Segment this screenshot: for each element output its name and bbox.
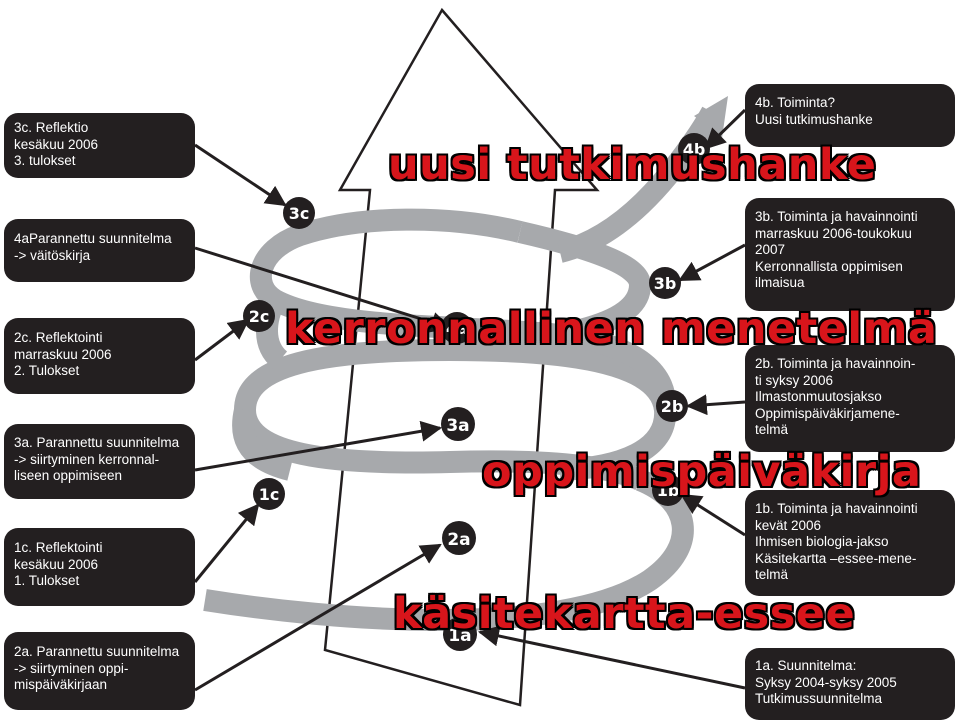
heading-oppimispaivakirja: oppimispäiväkirja <box>482 447 922 497</box>
svg-text:4a: 4a <box>446 319 468 338</box>
svg-text:1b: 1b <box>657 481 680 500</box>
badge-1b: 1b <box>652 474 684 506</box>
svg-text:1c: 1c <box>259 485 280 504</box>
box-4b: 4b. Toiminta? Uusi tutkimushanke <box>745 84 955 147</box>
arrow-1b <box>680 493 746 537</box>
arrow-1c <box>193 503 260 583</box>
svg-text:1a: 1a <box>448 626 471 646</box>
arrow-2c <box>194 318 250 362</box>
box-4a: 4aParannettu suunnitelma -> väitöskirja <box>4 219 195 282</box>
badge-2c: 2c <box>243 300 275 332</box>
box-1b: 1b. Toiminta ja havainnointi kevät 2006 … <box>745 490 955 596</box>
badge-2b: 2b <box>656 390 688 422</box>
heading-uusi-tutkimushanke: uusi tutkimushanke <box>388 140 877 190</box>
arrow-2b <box>685 394 746 416</box>
badge-4a: 4a <box>441 312 473 344</box>
svg-text:2b: 2b <box>661 397 684 416</box>
svg-text:3c: 3c <box>289 204 310 223</box>
svg-text:2a: 2a <box>447 530 470 550</box>
badge-1a: 1a <box>443 617 477 651</box>
box-2c: 2c. Reflektointi marraskuu 2006 2. Tulok… <box>4 318 195 394</box>
svg-text:4b: 4b <box>683 140 706 159</box>
connector-arrows <box>193 108 747 692</box>
svg-text:2c: 2c <box>249 307 270 326</box>
box-2b: 2b. Toiminta ja havainnoin- ti syksy 200… <box>745 345 955 452</box>
arrow-4a <box>194 246 453 333</box>
badge-1c: 1c <box>253 478 285 510</box>
arrow-3a <box>194 420 443 472</box>
arrow-4b <box>704 108 747 150</box>
badge-3a: 3a <box>441 407 475 441</box>
heading-kasitekartta-essee: käsitekartta-essee <box>393 589 856 639</box>
arrow-1a <box>477 625 746 690</box>
box-1a: 1a. Suunnitelma: Syksy 2004-syksy 2005 T… <box>745 648 955 720</box>
arrow-3b <box>678 243 746 282</box>
box-3a: 3a. Parannettu suunnitelma -> siirtymine… <box>4 424 195 499</box>
badges: 4b 3c 3b 2c 4a 3a 2b 1c 1b 2a 1a <box>243 133 710 651</box>
badge-3c: 3c <box>283 197 315 229</box>
arrow-3c <box>194 143 287 207</box>
badge-3b: 3b <box>649 267 681 299</box>
svg-text:3b: 3b <box>654 274 677 293</box>
badge-2a: 2a <box>442 521 476 555</box>
box-1c: 1c. Reflektointi kesäkuu 2006 1. Tulokse… <box>4 528 195 606</box>
box-2a: 2a. Parannettu suunnitelma -> siirtymine… <box>4 632 195 710</box>
heading-kerronnallinen-menetelma: kerronnallinen menetelmä <box>285 304 938 354</box>
badge-4b: 4b <box>678 133 710 165</box>
box-3c: 3c. Reflektio kesäkuu 2006 3. tulokset <box>4 113 195 178</box>
box-3b: 3b. Toiminta ja havainnointi marraskuu 2… <box>745 198 955 311</box>
arrow-2a <box>194 543 442 692</box>
svg-text:3a: 3a <box>446 416 469 436</box>
